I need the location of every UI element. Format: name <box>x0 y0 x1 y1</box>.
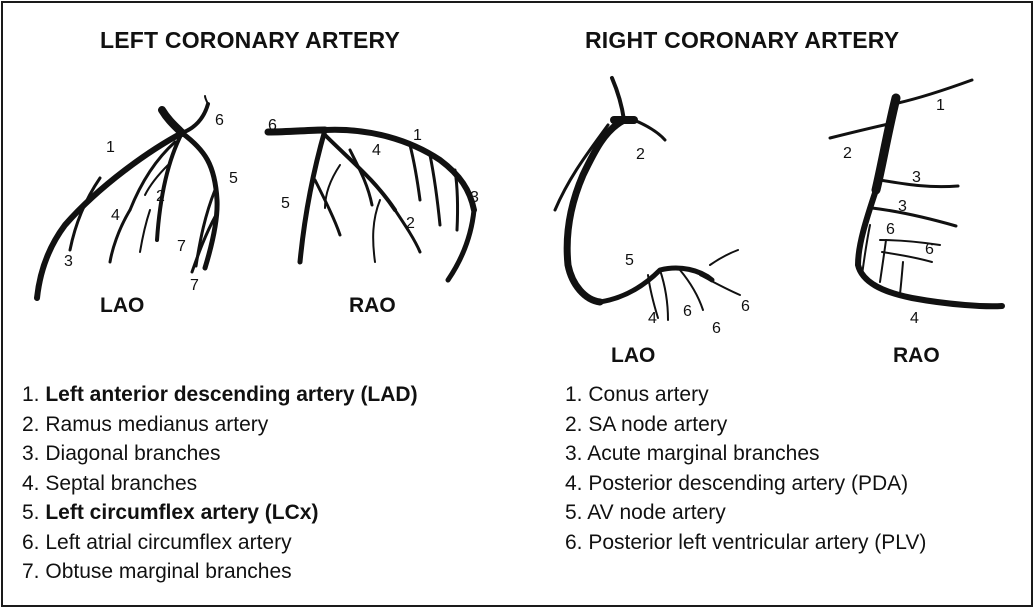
right-lao-label-6b: 6 <box>712 320 721 337</box>
legend-text: Posterior descending artery (PDA) <box>588 471 909 495</box>
right-lao-view-label: LAO <box>611 344 656 367</box>
right-lao-label-5: 5 <box>625 252 634 269</box>
legend-number: 7. <box>22 560 46 583</box>
left-lao-label-3: 3 <box>64 253 73 270</box>
left-lao-label-1: 1 <box>106 139 115 156</box>
legend-text: Obtuse marginal branches <box>45 560 292 583</box>
right-legend-item: 1. Conus artery <box>565 380 926 410</box>
right-legend-item: 2. SA node artery <box>565 410 926 440</box>
legend-number: 3. <box>22 442 46 465</box>
legend-text: Conus artery <box>588 383 709 406</box>
right-rao-label-6b: 6 <box>925 241 934 258</box>
legend-number: 4. <box>565 471 589 495</box>
left-rao-diagram <box>264 126 477 283</box>
legend-text: Left anterior descending artery (LAD) <box>45 383 418 406</box>
right-rao-label-3a: 3 <box>912 169 921 186</box>
right-rao-label-2: 2 <box>843 145 852 162</box>
legend-text: AV node artery <box>587 501 726 524</box>
legend-text: SA node artery <box>588 412 728 436</box>
left-lao-view-label: LAO <box>100 294 145 317</box>
left-legend-item: 5. Left circumflex artery (LCx) <box>22 498 418 528</box>
left-lao-label-7a: 7 <box>177 238 186 255</box>
legend-number: 1. <box>22 383 46 406</box>
left-lao-label-6: 6 <box>215 112 224 129</box>
right-legend-item: 4. Posterior descending artery (PDA) <box>565 469 926 499</box>
left-legend-item: 7. Obtuse marginal branches <box>22 557 418 587</box>
left-lao-label-7b: 7 <box>190 277 199 294</box>
right-rao-label-6a: 6 <box>886 221 895 238</box>
legend-number: 3. <box>565 442 588 465</box>
left-legend-item: 4. Septal branches <box>22 469 418 499</box>
legend-number: 2. <box>22 412 46 436</box>
left-rao-label-5: 5 <box>281 195 290 212</box>
legend-number: 6. <box>565 530 589 554</box>
right-rao-label-4: 4 <box>910 310 919 327</box>
left-legend-item: 3. Diagonal branches <box>22 439 418 469</box>
left-coronary-title: LEFT CORONARY ARTERY <box>100 27 401 53</box>
left-lao-diagram <box>34 95 220 301</box>
legend-text: Left circumflex artery (LCx) <box>45 501 319 524</box>
legend-number: 5. <box>565 501 588 524</box>
left-coronary-legend: 1. Left anterior descending artery (LAD)… <box>22 380 418 587</box>
right-rao-view-label: RAO <box>893 344 940 367</box>
right-lao-diagram <box>553 76 741 321</box>
left-legend-item: 6. Left atrial circumflex artery <box>22 528 418 558</box>
left-rao-label-2: 2 <box>406 215 415 232</box>
left-rao-label-3: 3 <box>470 189 479 206</box>
left-lao-label-5: 5 <box>229 170 238 187</box>
left-lao-label-2: 2 <box>156 188 165 205</box>
legend-number: 1. <box>565 383 589 406</box>
right-lao-label-4: 4 <box>648 310 657 327</box>
right-lao-label-6c: 6 <box>741 298 750 315</box>
left-lao-label-4: 4 <box>111 207 120 224</box>
right-legend-item: 3. Acute marginal branches <box>565 439 926 469</box>
right-rao-label-3b: 3 <box>898 198 907 215</box>
right-legend-item: 6. Posterior left ventricular artery (PL… <box>565 528 926 558</box>
right-rao-diagram <box>828 78 1005 310</box>
legend-number: 4. <box>22 471 46 495</box>
legend-number: 5. <box>22 501 46 524</box>
left-rao-label-1: 1 <box>413 127 422 144</box>
left-legend-item: 1. Left anterior descending artery (LAD) <box>22 380 418 410</box>
right-legend-item: 5. AV node artery <box>565 498 926 528</box>
legend-text: Diagonal branches <box>45 442 221 465</box>
right-coronary-title: RIGHT CORONARY ARTERY <box>585 27 900 53</box>
legend-number: 6. <box>22 530 46 554</box>
legend-text: Posterior left ventricular artery (PLV) <box>588 530 927 554</box>
right-lao-label-6a: 6 <box>683 303 692 320</box>
right-rao-label-1: 1 <box>936 97 945 114</box>
legend-text: Acute marginal branches <box>587 442 820 465</box>
legend-text: Septal branches <box>45 471 198 495</box>
legend-text: Ramus medianus artery <box>45 412 269 436</box>
legend-text: Left atrial circumflex artery <box>45 530 292 554</box>
left-rao-view-label: RAO <box>349 294 396 317</box>
left-rao-label-6: 6 <box>268 117 277 134</box>
legend-number: 2. <box>565 412 589 436</box>
right-lao-label-2: 2 <box>636 146 645 163</box>
left-rao-label-4: 4 <box>372 142 381 159</box>
left-legend-item: 2. Ramus medianus artery <box>22 410 418 440</box>
